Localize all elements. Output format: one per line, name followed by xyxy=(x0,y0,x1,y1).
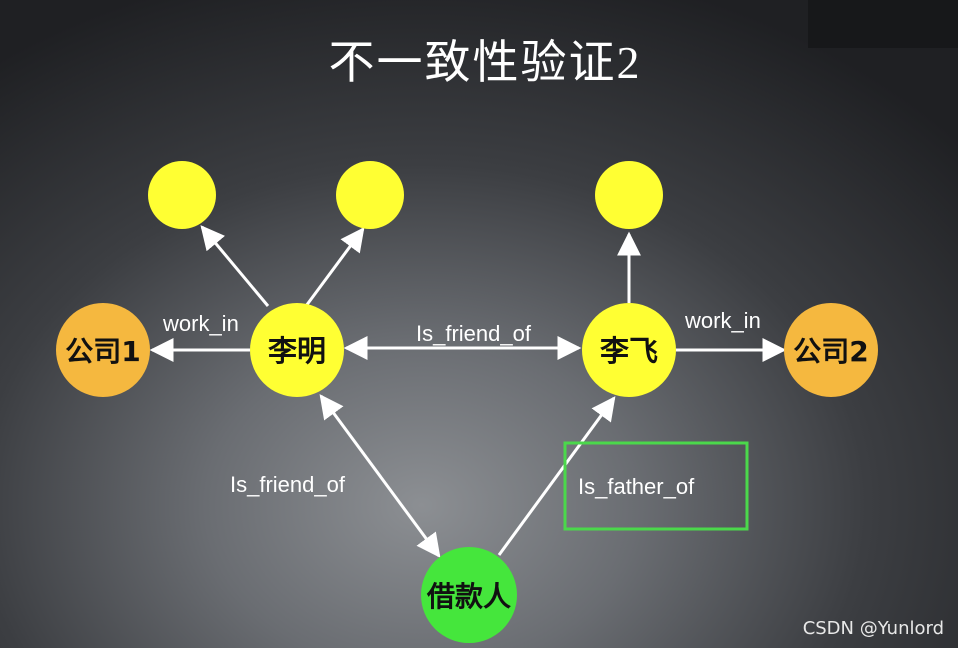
node-borrower xyxy=(421,547,517,643)
node-lifei xyxy=(582,303,676,397)
node-label-liming: 李明 xyxy=(268,334,326,368)
node-company1 xyxy=(56,303,150,397)
node-label-lifei: 李飞 xyxy=(600,334,658,368)
node-label-borrower: 借款人 xyxy=(426,580,511,613)
edge-label-liming-lifei: Is_friend_of xyxy=(416,321,532,346)
top-right-dark-strip xyxy=(808,0,958,48)
highlight-box xyxy=(563,441,749,531)
node-label-company2: 公司2 xyxy=(793,335,868,368)
edge-label-lifei-company2: work_in xyxy=(684,308,761,333)
edges xyxy=(149,225,787,558)
edge-liming-to-unknown1 xyxy=(200,225,270,307)
node-unknown-1 xyxy=(148,161,216,229)
edge-borrower-lifei xyxy=(497,396,616,556)
watermark: CSDN @Yunlord xyxy=(802,618,944,639)
edge-label-liming-company1: work_in xyxy=(162,311,239,336)
edge-label-borrower-lifei: Is_father_of xyxy=(578,474,695,499)
node-liming xyxy=(250,303,344,397)
slide-title: 不一致性验证2 xyxy=(328,37,642,88)
edge-label-borrower-liming: Is_friend_of xyxy=(230,472,346,497)
node-company2 xyxy=(784,303,878,397)
node-unknown-3 xyxy=(595,161,663,229)
node-unknown-2 xyxy=(336,161,404,229)
edge-liming-to-unknown2 xyxy=(304,227,365,307)
edge-borrower-liming xyxy=(319,394,441,558)
node-label-company1: 公司1 xyxy=(65,335,140,368)
